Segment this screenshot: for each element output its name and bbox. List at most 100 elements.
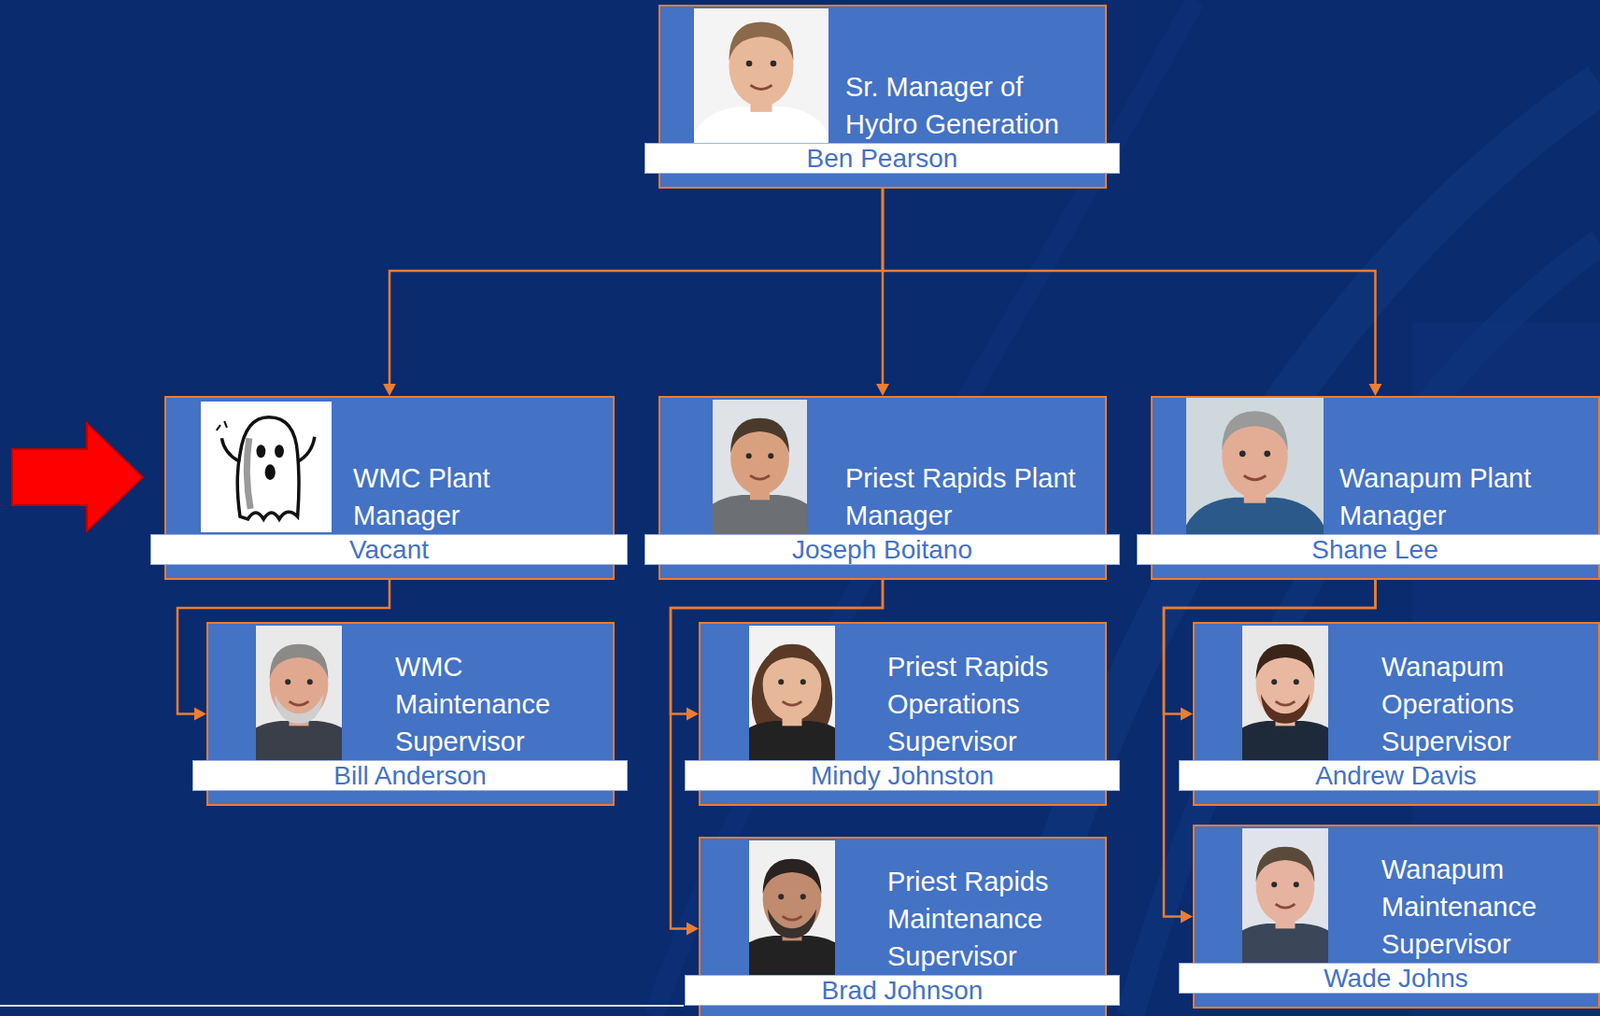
name-bar: Bill Anderson — [192, 760, 628, 792]
reporting-connector — [882, 188, 1383, 397]
portrait-photo — [1242, 625, 1329, 761]
connector-line — [882, 188, 1376, 384]
title-area: Wanapum Operations Supervisor — [1381, 625, 1597, 761]
arrow-head — [686, 922, 699, 936]
photo-part — [1242, 721, 1329, 761]
arrow-head — [1369, 383, 1383, 397]
ghost-picture — [198, 401, 334, 533]
title-area: WMC Maintenance Supervisor — [395, 625, 610, 761]
photo-part — [800, 893, 807, 900]
portrait-photo — [749, 625, 836, 761]
name-bar: Shane Lee — [1136, 534, 1600, 566]
org-box: Wanapum Plant ManagerShane Lee — [1150, 396, 1600, 581]
job-title: Priest Rapids Operations Supervisor — [887, 648, 1103, 761]
photo-part — [1239, 450, 1247, 457]
photo-part — [1256, 847, 1316, 883]
photo-part — [1244, 475, 1267, 480]
job-title: Wanapum Maintenance Supervisor — [1381, 850, 1597, 963]
job-title: WMC Maintenance Supervisor — [395, 648, 610, 761]
footer-rule — [0, 1005, 684, 1007]
photo-part — [782, 916, 803, 921]
photo-part — [730, 418, 790, 454]
name-bar: Brad Johnson — [684, 975, 1120, 1006]
person-name: Shane Lee — [1311, 535, 1438, 565]
photo-part — [778, 893, 784, 900]
person-name: Joseph Boitano — [792, 535, 973, 565]
photo-part — [255, 721, 342, 761]
person-name: Andrew Davis — [1315, 761, 1477, 791]
org-box: Sr. Manager of Hydro GenerationBen Pears… — [658, 4, 1107, 189]
org-box: Priest Rapids Maintenance SupervisorBrad… — [698, 836, 1107, 1016]
portrait-photo — [1186, 397, 1324, 535]
org-box: WMC Plant ManagerVacant — [164, 396, 615, 581]
photo-part — [200, 401, 332, 533]
job-title: Priest Rapids Plant Manager — [845, 459, 1084, 535]
job-title: Wanapum Plant Manager — [1339, 459, 1578, 535]
person-name: Mindy Johnston — [810, 761, 994, 791]
photo-part — [750, 475, 770, 480]
portrait-photo — [693, 8, 829, 143]
photo-part — [1293, 881, 1300, 888]
org-box: Wanapum Operations SupervisorAndrew Davi… — [1192, 622, 1600, 807]
job-title: Wanapum Operations Supervisor — [1381, 648, 1597, 761]
person-name: Brad Johnson — [821, 976, 984, 1006]
photo-part — [265, 464, 276, 481]
photo-part — [1256, 644, 1316, 680]
photo-part — [693, 8, 829, 143]
photo-part — [770, 60, 778, 68]
job-title: Sr. Manager of Hydro Generation — [845, 68, 1102, 143]
person-name: Wade Johns — [1323, 963, 1469, 993]
photo-part — [274, 444, 284, 458]
photo-part — [237, 417, 299, 520]
org-box: WMC Maintenance SupervisorBill Anderson — [206, 622, 615, 807]
photo-part — [728, 21, 793, 61]
name-bar: Andrew Davis — [1178, 760, 1600, 792]
photo-part — [221, 438, 241, 462]
arrow-head — [194, 707, 207, 722]
title-area: Wanapum Plant Manager — [1339, 399, 1578, 535]
title-area: Priest Rapids Maintenance Supervisor — [887, 840, 1103, 976]
photo-part — [256, 444, 267, 458]
photo-part — [750, 84, 772, 89]
photo-part — [712, 399, 808, 535]
title-area: Wanapum Maintenance Supervisor — [1381, 828, 1597, 963]
photo-part — [746, 60, 753, 68]
photo-part — [1242, 828, 1329, 963]
org-box: Wanapum Maintenance SupervisorWade Johns — [1192, 824, 1600, 1009]
photo-part — [763, 644, 822, 680]
arrow-head — [382, 383, 397, 397]
arrow-head — [1180, 910, 1193, 924]
portrait-photo — [749, 840, 836, 976]
portrait-photo — [712, 399, 808, 535]
name-bar: Joseph Boitano — [644, 534, 1120, 566]
job-title: WMC Plant Manager — [353, 459, 592, 535]
job-title: Priest Rapids Maintenance Supervisor — [887, 863, 1103, 976]
photo-part — [1275, 904, 1296, 908]
photo-part — [289, 701, 310, 706]
photo-part — [767, 453, 774, 459]
title-area: Sr. Manager of Hydro Generation — [845, 8, 1102, 143]
photo-part — [1271, 679, 1277, 685]
photo-part — [246, 438, 251, 510]
person-name: Bill Anderson — [333, 761, 486, 791]
arrow-head — [686, 707, 699, 722]
photo-part — [1221, 410, 1289, 452]
photo-part — [782, 701, 803, 706]
arrow-head — [876, 383, 890, 397]
name-bar: Vacant — [150, 534, 628, 566]
org-box: Priest Rapids Plant ManagerJoseph Boitan… — [658, 396, 1107, 581]
photo-part — [749, 625, 836, 761]
photo-part — [767, 908, 817, 938]
photo-part — [1293, 679, 1300, 685]
photo-part — [749, 721, 836, 761]
red-pointer-arrow — [12, 423, 143, 532]
photo-part — [255, 625, 342, 761]
name-bar: Wade Johns — [1178, 962, 1600, 994]
photo-part — [1242, 923, 1329, 963]
arrow-head — [1180, 707, 1193, 722]
photo-part — [1263, 450, 1271, 457]
reporting-connector — [382, 188, 883, 397]
photo-part — [216, 421, 227, 431]
photo-part — [284, 679, 291, 685]
